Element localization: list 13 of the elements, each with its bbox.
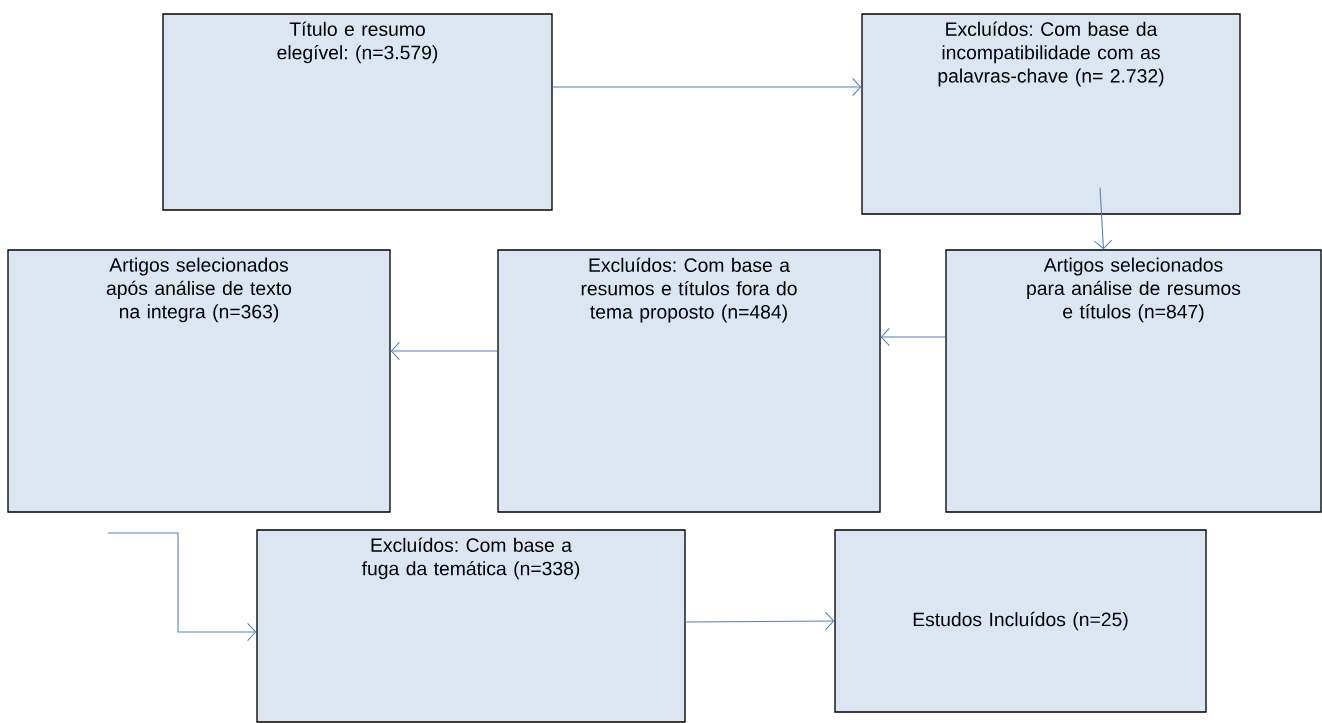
arrow [1093, 187, 1113, 250]
process-box: Título e resumo elegível: (n=3.579) [162, 13, 553, 211]
arrow [107, 532, 257, 642]
process-box: Artigos selecionados após análise de texto na integra (n=363) [7, 249, 391, 513]
process-box: Excluídos: Com base a resumos e títulos fora do tema proposto (n=484) [497, 249, 881, 513]
process-box: Excluídos: Com base a fuga da temática (n=338) [256, 529, 686, 723]
arrow [880, 327, 946, 347]
process-box: Excluídos: Com base da incompatibilidade com as palavras-chave (n= 2.732) [861, 13, 1241, 215]
arrow [390, 341, 498, 361]
arrow [552, 77, 862, 97]
process-box: Estudos Incluídos (n=25) [834, 529, 1207, 713]
arrow [685, 611, 835, 631]
process-box: Artigos selecionados para análise de resumos e títulos (n=847) [945, 249, 1322, 513]
